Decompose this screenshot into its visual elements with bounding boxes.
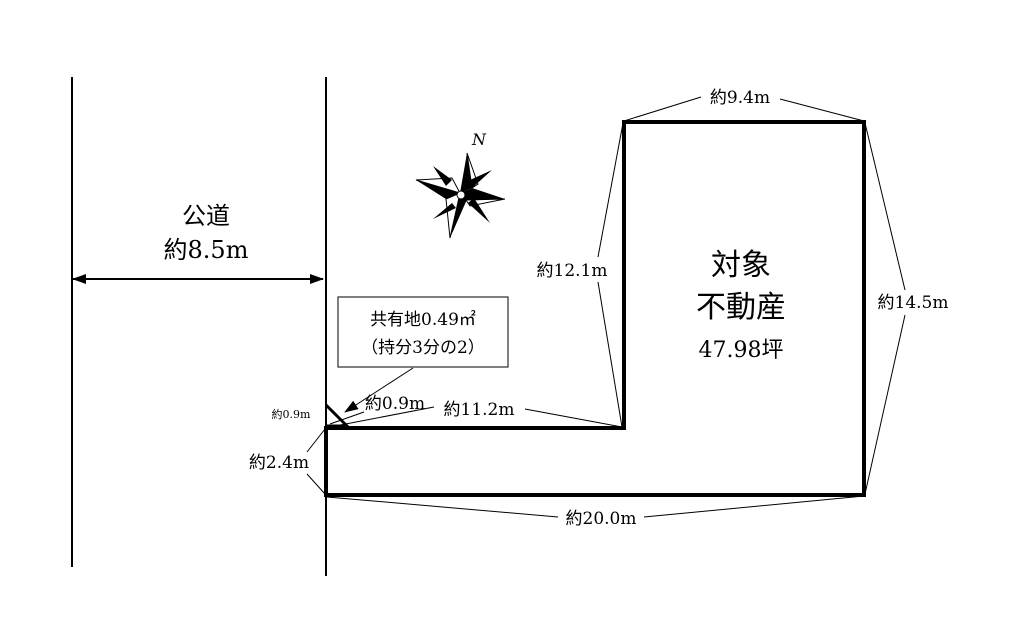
callout-leader-line — [344, 367, 414, 413]
north-label: N — [471, 130, 487, 149]
dim-right-label: 約14.5m — [878, 293, 949, 313]
property-boundary — [324, 120, 866, 497]
dim-left-upper-label: 約12.1m — [537, 261, 608, 281]
shared-land-label: 共有地0.49㎡ — [370, 310, 476, 330]
property-title-line1: 対象 — [711, 248, 771, 283]
dim-left-lower-top-line — [306, 428, 326, 453]
shared-land-marker — [324, 403, 351, 428]
dim-bottom-right-line — [643, 495, 865, 518]
dim-step-right-line — [524, 408, 623, 428]
dim-left-lower-label: 約2.4m — [249, 453, 309, 473]
north-compass-icon — [415, 152, 506, 239]
dim-shared-side-label: 約0.9m — [272, 407, 311, 421]
property-area: 47.98坪 — [699, 338, 784, 363]
dim-left-lower-bottom-line — [306, 473, 326, 495]
dim-bottom-left-line — [326, 496, 559, 518]
dim-shared-width-label: 約0.9m — [365, 394, 425, 414]
dim-left-upper-bottom-line — [597, 281, 623, 428]
shared-land-callout-box — [337, 296, 509, 368]
road-width-label: 約8.5m — [164, 236, 249, 264]
shared-land-share-label: （持分3分の2） — [361, 338, 485, 358]
road-label: 公道 — [182, 202, 230, 230]
dim-top-left-line — [623, 96, 702, 122]
dim-step-label: 約11.2m — [444, 400, 515, 420]
dim-right-top-line — [864, 122, 906, 291]
dim-step-left-line — [329, 406, 435, 428]
dim-top-label: 約9.4m — [710, 88, 770, 108]
dim-shared-width-line — [329, 411, 365, 425]
dim-left-upper-top-line — [597, 122, 624, 258]
dim-bottom-label: 約20.0m — [566, 509, 637, 529]
dim-top-right-line — [779, 98, 865, 122]
property-title-line2: 不動産 — [696, 290, 786, 325]
dim-right-bottom-line — [864, 314, 906, 495]
